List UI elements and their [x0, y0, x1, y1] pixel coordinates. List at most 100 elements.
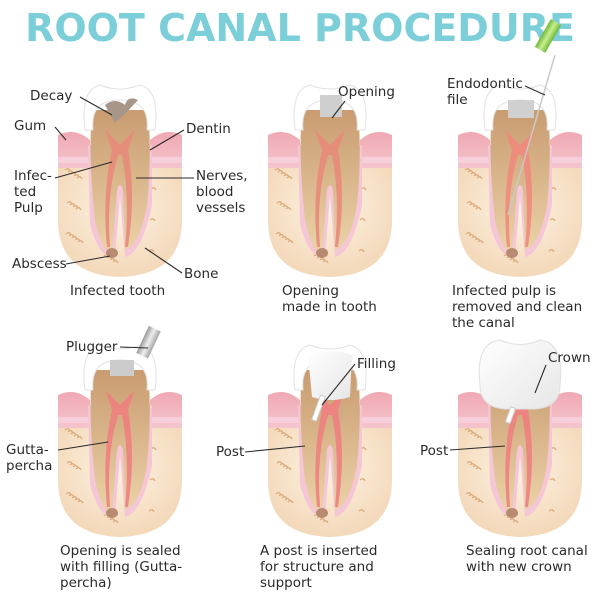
- leader-line: [57, 441, 109, 451]
- caption-infected-tooth-line: Infected tooth: [70, 283, 165, 299]
- bone-speckle: [75, 467, 82, 471]
- enamel: [83, 84, 157, 131]
- bone-speckle: [76, 176, 83, 180]
- bone-speckle: [548, 509, 555, 513]
- filling: [308, 351, 352, 400]
- label-crown: Crown: [548, 350, 591, 366]
- label-bone-line: Bone: [184, 266, 218, 282]
- pulp: [105, 130, 135, 247]
- label-nerves-blood-vessels-line: Nerves,: [196, 168, 248, 184]
- dentin: [90, 110, 150, 253]
- label-crown-line: Crown: [548, 350, 591, 366]
- post: [311, 394, 326, 422]
- leader-line: [449, 445, 506, 451]
- caption-infected-tooth: Infected tooth: [70, 283, 165, 299]
- label-nerves-blood-vessels-line: vessels: [196, 200, 245, 216]
- label-opening: Opening: [338, 84, 395, 100]
- abscess: [506, 508, 518, 518]
- leader-line: [54, 126, 67, 141]
- caption-crown-line: Sealing root canal: [466, 543, 588, 559]
- abscess: [316, 248, 328, 258]
- label-decay-line: Decay: [30, 88, 72, 104]
- bone-speckle: [77, 500, 84, 504]
- label-post-line: Post: [216, 444, 244, 460]
- label-infected-pulp-line: Infec-: [14, 168, 52, 184]
- plugger-instrument: [136, 325, 161, 359]
- bone-speckle: [476, 436, 483, 440]
- label-infected-pulp-line: Pulp: [14, 200, 43, 216]
- label-post: Post: [216, 444, 244, 460]
- label-plugger: Plugger: [66, 339, 118, 355]
- decay: [105, 98, 138, 123]
- leader-line: [54, 161, 113, 179]
- bone-speckle: [112, 520, 119, 524]
- caption-opening-line: made in tooth: [282, 299, 377, 315]
- leader-line: [321, 363, 356, 406]
- abscess: [106, 248, 118, 258]
- abscess: [106, 508, 118, 518]
- bone-speckle: [149, 218, 156, 222]
- bone-speckle: [76, 436, 83, 440]
- dentin: [90, 370, 150, 513]
- dentin: [300, 110, 360, 253]
- label-gum-line: Gum: [14, 118, 46, 134]
- label-endodontic-file-line: file: [447, 92, 468, 108]
- bone-speckle: [287, 240, 294, 244]
- caption-sealing-line: Opening is sealed: [60, 543, 181, 559]
- label-abscess-line: Abscess: [12, 256, 67, 272]
- caption-post-line: for structure and: [260, 559, 374, 575]
- page-title: ROOT CANAL PROCEDURE: [25, 6, 575, 50]
- label-gutta-percha-line: Gutta-: [6, 442, 49, 458]
- bone-speckle: [549, 478, 556, 482]
- crown: [478, 339, 562, 410]
- label-decay: Decay: [30, 88, 72, 104]
- caption-cleaning-line: the canal: [452, 315, 515, 331]
- bone-speckle: [477, 240, 484, 244]
- caption-cleaning-line: Infected pulp is: [452, 283, 556, 299]
- bone-speckle: [77, 240, 84, 244]
- pulp: [315, 130, 345, 247]
- temporary-filling: [110, 360, 134, 376]
- bone-speckle: [548, 249, 555, 253]
- label-gum: Gum: [14, 118, 46, 134]
- opening-cavity: [508, 100, 534, 118]
- leader-line: [524, 85, 546, 96]
- label-opening-line: Opening: [338, 84, 395, 100]
- leader-line: [331, 100, 346, 119]
- leader-line: [244, 445, 306, 453]
- bone-speckle: [359, 478, 366, 482]
- bone-speckle: [75, 207, 82, 211]
- label-plugger-line: Plugger: [66, 339, 118, 355]
- label-dentin-line: Dentin: [186, 121, 231, 137]
- caption-opening-line: Opening: [282, 283, 339, 299]
- label-nerves-blood-vessels-line: blood: [196, 184, 233, 200]
- endodontic-file-handle: [534, 19, 562, 53]
- leader-line: [534, 364, 547, 394]
- abscess: [506, 248, 518, 258]
- label-abscess: Abscess: [12, 256, 67, 272]
- caption-sealing-line: with filling (Gutta-: [60, 559, 182, 575]
- bone-speckle: [287, 500, 294, 504]
- leader-line: [79, 96, 113, 116]
- bone-speckle: [549, 218, 556, 222]
- label-gutta-percha-line: percha: [6, 458, 52, 474]
- bone-speckle: [476, 176, 483, 180]
- bone-speckle: [358, 509, 365, 513]
- caption-post-line: A post is inserted: [260, 543, 377, 559]
- bone-speckle: [358, 249, 365, 253]
- caption-crown-line: with new crown: [466, 559, 572, 575]
- caption-cleaning-line: removed and clean: [452, 299, 582, 315]
- file-shaft: [507, 54, 556, 216]
- bone-speckle: [512, 260, 519, 264]
- label-gutta-percha: Gutta-percha: [6, 442, 52, 474]
- leader-line: [144, 247, 183, 274]
- label-endodontic-file-line: Endodontic: [447, 76, 523, 92]
- bone-speckle: [475, 207, 482, 211]
